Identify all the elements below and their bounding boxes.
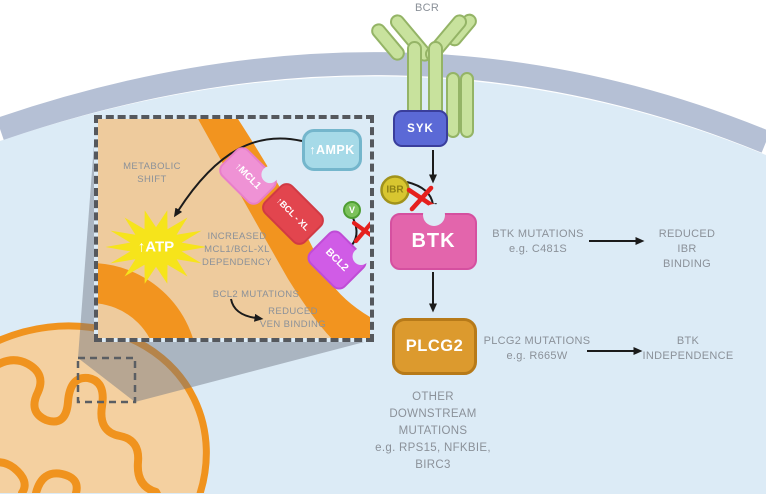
metabolic-shift-label: METABOLIC SHIFT — [123, 161, 181, 185]
ampk-node: ↑AMPK — [302, 129, 362, 171]
blocked-x-icon — [406, 185, 436, 212]
mito-matrix — [98, 119, 331, 338]
mcl1-label: ↑MCL1 — [232, 160, 264, 192]
cristae-line — [0, 356, 161, 493]
syk-label: SYK — [407, 122, 434, 135]
increased-dependency-label: INCREASED MCL1/BCL-XL DEPENDENCY — [202, 231, 272, 268]
mitochondria-zoom-inset: METABOLIC SHIFT INCREASED MCL1/BCL-XL DE… — [94, 115, 374, 342]
cell-membrane — [0, 52, 766, 153]
btk-label: BTK — [411, 230, 456, 252]
ampk-label: ↑AMPK — [309, 143, 355, 157]
bcr-receptor-icon — [371, 13, 477, 138]
plcg2-mutations-annotation: PLCG2 MUTATIONS e.g. R665W — [483, 335, 591, 362]
atp-starburst — [105, 210, 207, 284]
ven-label: V — [348, 205, 356, 215]
atp-label: ↑ATP — [137, 238, 175, 256]
reduced-ibr-binding-annotation: REDUCED IBR BINDING — [658, 228, 716, 270]
btk-mutations-annotation: BTK MUTATIONS e.g. C481S — [492, 228, 584, 255]
downstream-mutations-annotation: OTHER DOWNSTREAM MUTATIONS e.g. RPS15, N… — [375, 391, 491, 471]
syk-node: SYK — [393, 110, 448, 147]
plcg2-node: PLCG2 — [392, 318, 477, 375]
bcl2-mutations-label: BCL2 MUTATIONS — [212, 289, 300, 300]
mitochondrion — [0, 322, 210, 493]
ven-drug-badge — [343, 201, 361, 219]
cristae-line — [0, 458, 29, 493]
bclxl-label: ↑BCL - XL — [274, 195, 312, 233]
blocked-x-icon — [351, 220, 370, 244]
ibr-label: IBR — [386, 184, 404, 196]
bcl2-label: BCL2 — [323, 246, 351, 274]
plcg2-label: PLCG2 — [405, 337, 464, 355]
arrow-bcl2mut-to-reduced — [230, 298, 264, 322]
zoom-source-rect — [76, 356, 137, 404]
reduced-ven-binding-label: REDUCED VEN BINDING — [259, 306, 327, 330]
btk-binding-notch — [422, 204, 445, 226]
bcr-label: BCR — [414, 2, 440, 14]
cristae-line — [32, 469, 81, 493]
btk-node: BTK — [390, 204, 477, 270]
btk-independence-annotation: BTK INDEPENDENCE — [642, 335, 734, 362]
